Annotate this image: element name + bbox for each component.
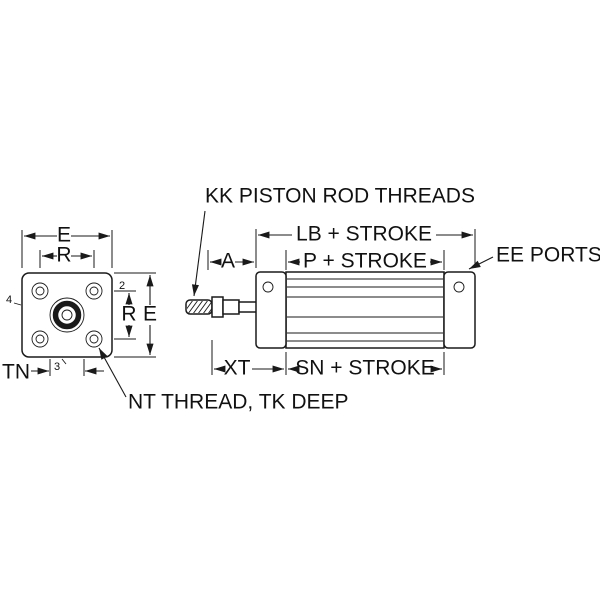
rod-shaft <box>238 301 258 313</box>
dim-r-width-label: R <box>56 244 71 267</box>
bolt-hole-bottom-left <box>31 330 49 348</box>
dim-r-height-label: R <box>121 303 136 326</box>
bolt-hole-top-left <box>31 282 49 300</box>
dim-p-stroke: P + STROKE <box>285 250 445 273</box>
dim-a: A <box>207 250 254 273</box>
dim-sn-stroke-label: SN + STROKE <box>295 357 434 380</box>
dim-lb-stroke: LB + STROKE <box>255 223 476 268</box>
dim-sn-stroke: SN + STROKE <box>285 352 445 380</box>
dim-lb-stroke-label: LB + STROKE <box>296 223 432 246</box>
end-view: E R R E 4 <box>2 224 349 414</box>
dim-e-width-label: E <box>57 224 71 247</box>
port-position-4-label: 4 <box>6 294 12 306</box>
kk-thread-note: KK PISTON ROD THREADS <box>191 185 475 297</box>
front-head <box>255 271 287 349</box>
dim-tn: TN <box>2 359 104 384</box>
rod-collar <box>211 296 224 318</box>
rear-port <box>453 281 465 293</box>
side-view: KK PISTON ROD THREADS LB + STROKE A P + … <box>185 185 600 380</box>
tie-rods <box>287 278 443 342</box>
rod-bore <box>49 297 85 333</box>
dim-p-stroke-label: P + STROKE <box>303 250 427 273</box>
nt-thread-note: NT THREAD, TK DEEP <box>98 347 349 414</box>
port-position-2: 2 <box>119 280 125 292</box>
dim-a-label: A <box>221 250 235 273</box>
ee-ports-note-label: EE PORTS <box>496 244 600 267</box>
dim-xt-label: XT <box>224 357 251 380</box>
cylinder-tube <box>285 271 445 349</box>
flange-outline <box>21 272 113 358</box>
port-position-2-label: 2 <box>119 280 125 292</box>
port-position-4: 4 <box>6 294 22 306</box>
rear-head <box>443 271 476 349</box>
kk-thread-note-label: KK PISTON ROD THREADS <box>205 185 475 208</box>
nt-thread-note-label: NT THREAD, TK DEEP <box>128 391 349 414</box>
dim-tn-label: TN <box>2 361 30 384</box>
rod-flats <box>222 299 240 315</box>
dim-r-width: R <box>39 244 95 268</box>
rod-thread-hatching <box>187 301 212 313</box>
front-port <box>262 281 274 293</box>
dim-e-width: E <box>21 224 113 268</box>
dim-e-height: E <box>114 272 157 358</box>
dim-r-height: R <box>114 290 137 340</box>
bolt-hole-bottom-right <box>85 330 103 348</box>
dim-e-height-label: E <box>143 303 157 326</box>
port-position-3: 3 <box>54 358 67 373</box>
ee-ports-note: EE PORTS <box>468 244 600 270</box>
piston-rod <box>185 296 258 318</box>
dim-xt: XT <box>211 340 284 380</box>
port-position-3-label: 3 <box>54 361 60 373</box>
bolt-hole-top-right <box>85 282 103 300</box>
